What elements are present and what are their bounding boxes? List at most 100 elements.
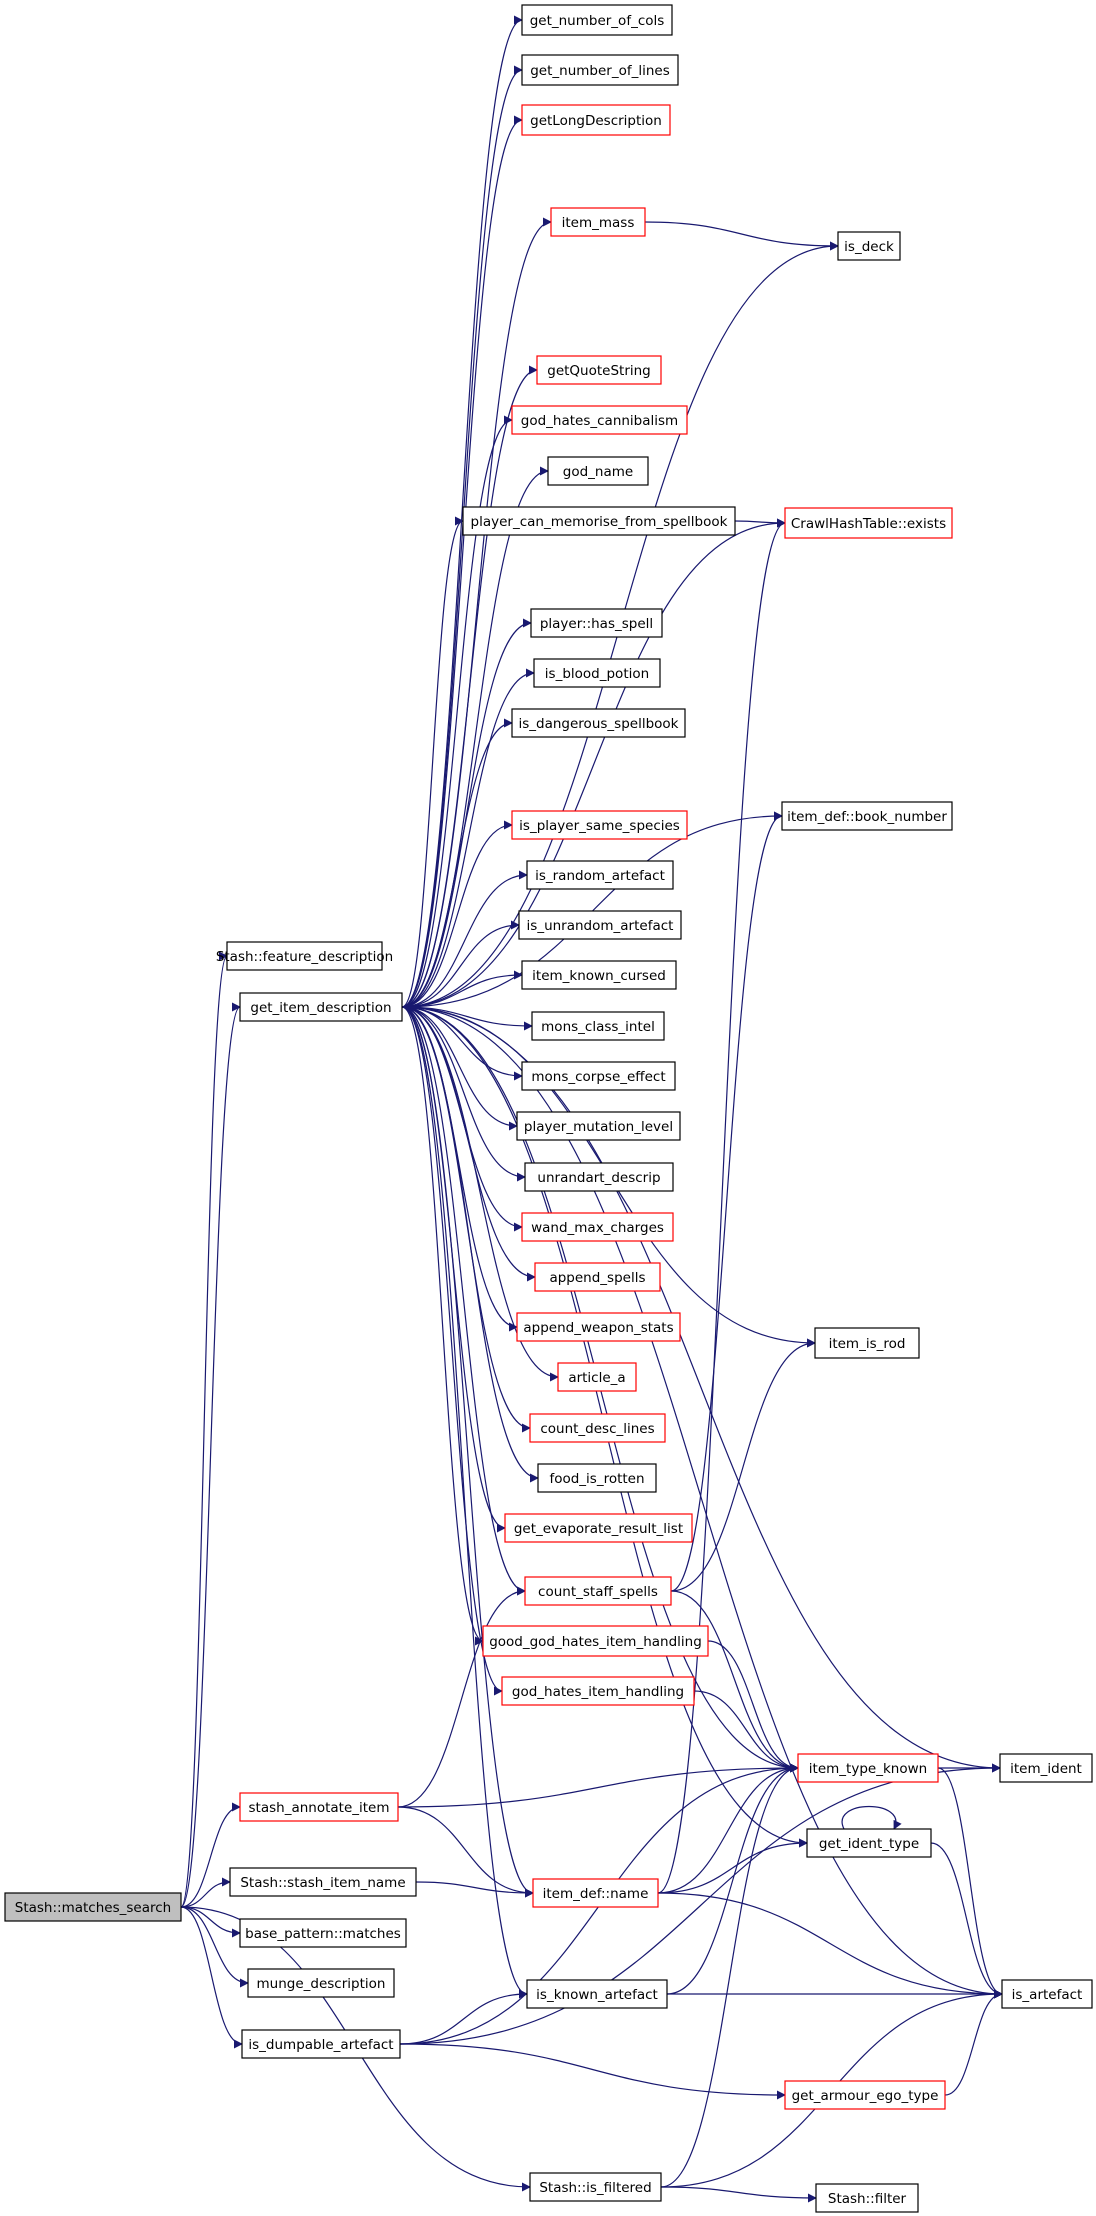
edge-n39-n45 (930, 1842, 1003, 1999)
edge-n39-n39 (841, 1806, 902, 1830)
node-n47[interactable]: is_dumpable_artefact (241, 2029, 401, 2059)
node-n01[interactable]: get_number_of_cols (521, 4, 673, 36)
node-n13[interactable]: is_dangerous_spellbook (511, 708, 686, 738)
node-n32[interactable]: get_evaporate_result_list (504, 1513, 693, 1543)
node-box (537, 1463, 657, 1493)
node-n27[interactable]: append_weapon_stats (516, 1312, 681, 1342)
node-n46[interactable]: is_known_artefact (526, 1979, 668, 2009)
edge-n41-n39 (657, 1838, 808, 1894)
node-n08[interactable]: god_name (547, 456, 649, 486)
node-box (521, 1061, 676, 1091)
node-n29[interactable]: article_a (557, 1362, 637, 1392)
node-label: player::has_spell (540, 616, 653, 632)
node-n36[interactable]: item_type_known (797, 1753, 939, 1783)
node-box (516, 1312, 681, 1342)
node-box (482, 1625, 709, 1657)
edge-n20-n34 (401, 1006, 484, 1646)
node-n34[interactable]: good_god_hates_item_handling (482, 1625, 709, 1657)
node-label: item_mass (562, 215, 635, 231)
node-n40[interactable]: Stash::stash_item_name (229, 1867, 417, 1897)
node-n48[interactable]: get_armour_ego_type (784, 2080, 946, 2110)
node-box (4, 1892, 182, 1922)
node-label: stash_annotate_item (249, 1800, 390, 1816)
node-box (511, 708, 686, 738)
edge-n20-n19 (401, 970, 523, 1008)
node-n23[interactable]: player_mutation_level (516, 1111, 681, 1141)
node-label: getLongDescription (530, 113, 662, 129)
node-label: player_can_memorise_from_spellbook (471, 514, 728, 530)
edge-n20-n46 (401, 1006, 528, 1999)
node-n37[interactable]: item_ident (999, 1753, 1093, 1783)
edge-n20-n17 (401, 920, 520, 1008)
node-label: article_a (568, 1370, 625, 1386)
node-n50[interactable]: Stash::filter (815, 2183, 919, 2213)
node-n38[interactable]: stash_annotate_item (239, 1792, 399, 1822)
node-label: is_player_same_species (519, 818, 680, 834)
node-n07[interactable]: god_hates_cannibalism (511, 405, 688, 435)
node-label: is_deck (844, 239, 894, 255)
edge-n20-n29 (401, 1006, 559, 1382)
node-n22[interactable]: mons_corpse_effect (521, 1061, 676, 1091)
node-box (524, 1162, 674, 1192)
node-n11[interactable]: player::has_spell (530, 608, 663, 638)
node-n39[interactable]: get_ident_type (806, 1828, 932, 1858)
edge-n33-n14 (670, 811, 783, 1592)
node-box (239, 992, 403, 1022)
node-label: get_number_of_lines (530, 63, 670, 79)
node-n42[interactable]: Stash::matches_search (4, 1892, 182, 1922)
node-n09[interactable]: player_can_memorise_from_spellbook (462, 506, 736, 536)
node-n06[interactable]: getQuoteString (536, 355, 662, 385)
node-n25[interactable]: wand_max_charges (521, 1212, 674, 1242)
node-box (226, 941, 383, 971)
node-n05[interactable]: is_deck (837, 231, 901, 261)
node-box (521, 104, 671, 136)
node-n41[interactable]: item_def::name (532, 1878, 659, 1908)
node-n16[interactable]: is_random_artefact (526, 860, 674, 890)
node-n15[interactable]: is_player_same_species (511, 810, 688, 840)
node-n14[interactable]: item_def::book_number (781, 801, 953, 831)
node-n21[interactable]: mons_class_intel (531, 1011, 665, 1041)
node-n31[interactable]: food_is_rotten (537, 1463, 657, 1493)
node-label: god_name (563, 464, 633, 480)
node-label: good_god_hates_item_handling (489, 1634, 702, 1650)
node-box (815, 2183, 919, 2213)
node-box (239, 1792, 399, 1822)
node-n28[interactable]: item_is_rod (814, 1327, 920, 1359)
node-n49[interactable]: Stash::is_filtered (529, 2172, 662, 2202)
edge-n41-n45 (657, 1892, 1003, 1999)
edge-n38-n33 (397, 1586, 526, 1808)
node-label: append_weapon_stats (523, 1320, 673, 1336)
edge-n20-n24 (401, 1006, 526, 1182)
node-box (518, 910, 682, 940)
node-n33[interactable]: count_staff_spells (524, 1576, 672, 1606)
node-n20[interactable]: get_item_description (239, 992, 403, 1022)
edge-n42-n44 (180, 1906, 249, 1988)
node-n19[interactable]: item_known_cursed (521, 960, 677, 990)
node-n02[interactable]: get_number_of_lines (521, 54, 679, 86)
node-label: mons_class_intel (541, 1019, 655, 1035)
node-n17[interactable]: is_unrandom_artefact (518, 910, 682, 940)
node-n45[interactable]: is_artefact (1001, 1979, 1093, 2009)
node-box (524, 1576, 672, 1606)
edge-n49-n50 (660, 2186, 817, 2203)
node-box (511, 810, 688, 840)
node-box (533, 658, 661, 688)
edge-n34-n36 (707, 1640, 799, 1773)
node-box (557, 1362, 637, 1392)
node-n04[interactable]: item_mass (550, 207, 646, 237)
node-n10[interactable]: CrawlHashTable::exists (784, 507, 953, 539)
node-n12[interactable]: is_blood_potion (533, 658, 661, 688)
node-n43[interactable]: base_pattern::matches (239, 1918, 407, 1948)
node-label: Stash::matches_search (15, 1900, 171, 1916)
node-box (239, 1918, 407, 1948)
edge-n33-n36 (670, 1590, 799, 1773)
node-n03[interactable]: getLongDescription (521, 104, 671, 136)
node-n24[interactable]: unrandart_descrip (524, 1162, 674, 1192)
node-n30[interactable]: count_desc_lines (529, 1413, 666, 1443)
node-n18[interactable]: Stash::feature_description (216, 941, 393, 971)
node-n35[interactable]: god_hates_item_handling (501, 1676, 695, 1706)
node-n44[interactable]: munge_description (247, 1968, 395, 1998)
edge-n41-n36 (657, 1763, 799, 1894)
edge-n42-n47 (180, 1906, 243, 2049)
node-n26[interactable]: append_spells (534, 1262, 661, 1292)
